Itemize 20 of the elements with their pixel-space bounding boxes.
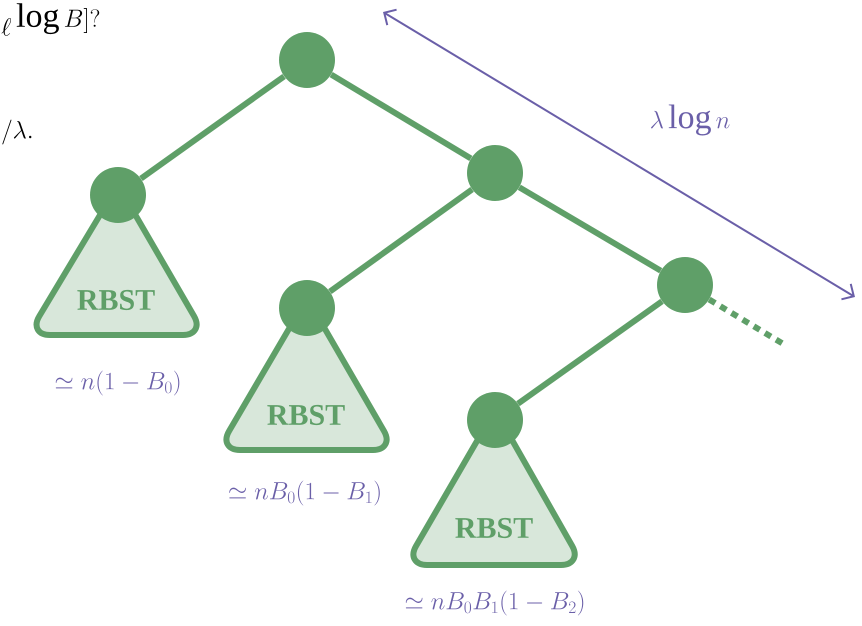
tree-node-dot xyxy=(279,280,335,336)
subtree-triangle: RBST xyxy=(224,306,390,453)
tree-edge xyxy=(328,187,474,294)
tree-edge xyxy=(516,298,664,406)
tree-edge xyxy=(518,184,662,274)
tree-node-dot xyxy=(279,32,335,88)
tree-edge xyxy=(330,72,472,162)
tree-node-dot xyxy=(657,257,713,313)
subtree-triangle: RBST xyxy=(410,418,578,568)
tree-node-dot xyxy=(467,145,523,201)
tree-edge xyxy=(139,74,286,182)
subtree-size: $\simeq nB_0(1-B_1)$ xyxy=(229,480,380,506)
subtree-size: $\simeq nB_0B_1(1-B_2)$ xyxy=(406,590,584,616)
tree-node-dot xyxy=(90,167,146,223)
subtree-triangle: RBST xyxy=(34,193,200,338)
math-label: $\lambda \log n$ xyxy=(651,104,730,136)
subtree-size: $\simeq n(1-B_0)$ xyxy=(56,370,180,396)
math-label: ${}_\ell \log B]?$ xyxy=(2,3,100,36)
math-label: $/\lambda.$ xyxy=(2,120,32,144)
tree-node-dot xyxy=(467,392,523,448)
